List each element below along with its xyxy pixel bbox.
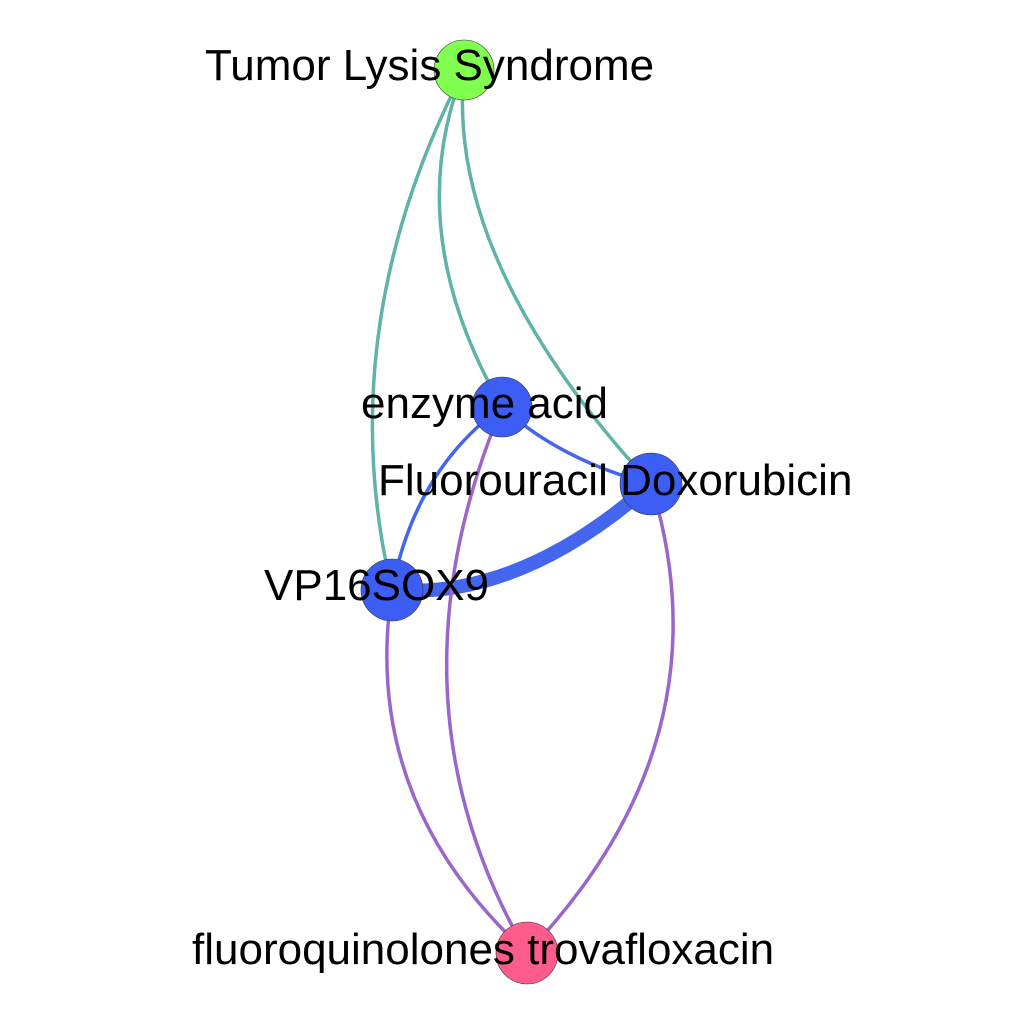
node-fluoro (619, 452, 683, 516)
node-label-tls: Tumor Lysis Syndrome (205, 41, 654, 90)
node-label-fluoro: Fluorouracil Doxorubicin (378, 456, 852, 505)
edge-tls-enzyme (437, 68, 504, 409)
edge-vp16-fq (385, 588, 529, 955)
edges-layer (370, 68, 675, 955)
nodes-layer (360, 39, 683, 985)
edge-tls-fluoro (460, 68, 653, 486)
node-vp16 (360, 558, 424, 622)
edge-vp16-fluoro (385, 477, 658, 598)
node-label-fq: fluoroquinolones trovafloxacin (192, 925, 774, 974)
node-label-enzyme: enzyme acid (361, 379, 608, 428)
node-label-vp16: VP16SOX9 (264, 561, 489, 610)
edge-tls-vp16 (370, 68, 466, 592)
edge-fluoro-fq (525, 482, 675, 955)
node-fq (495, 921, 559, 985)
node-tls (433, 39, 495, 101)
node-enzyme (471, 376, 533, 438)
edge-enzyme-fq (444, 405, 529, 955)
labels-layer: Tumor Lysis Syndrome enzyme acidFluoroura… (192, 41, 852, 974)
